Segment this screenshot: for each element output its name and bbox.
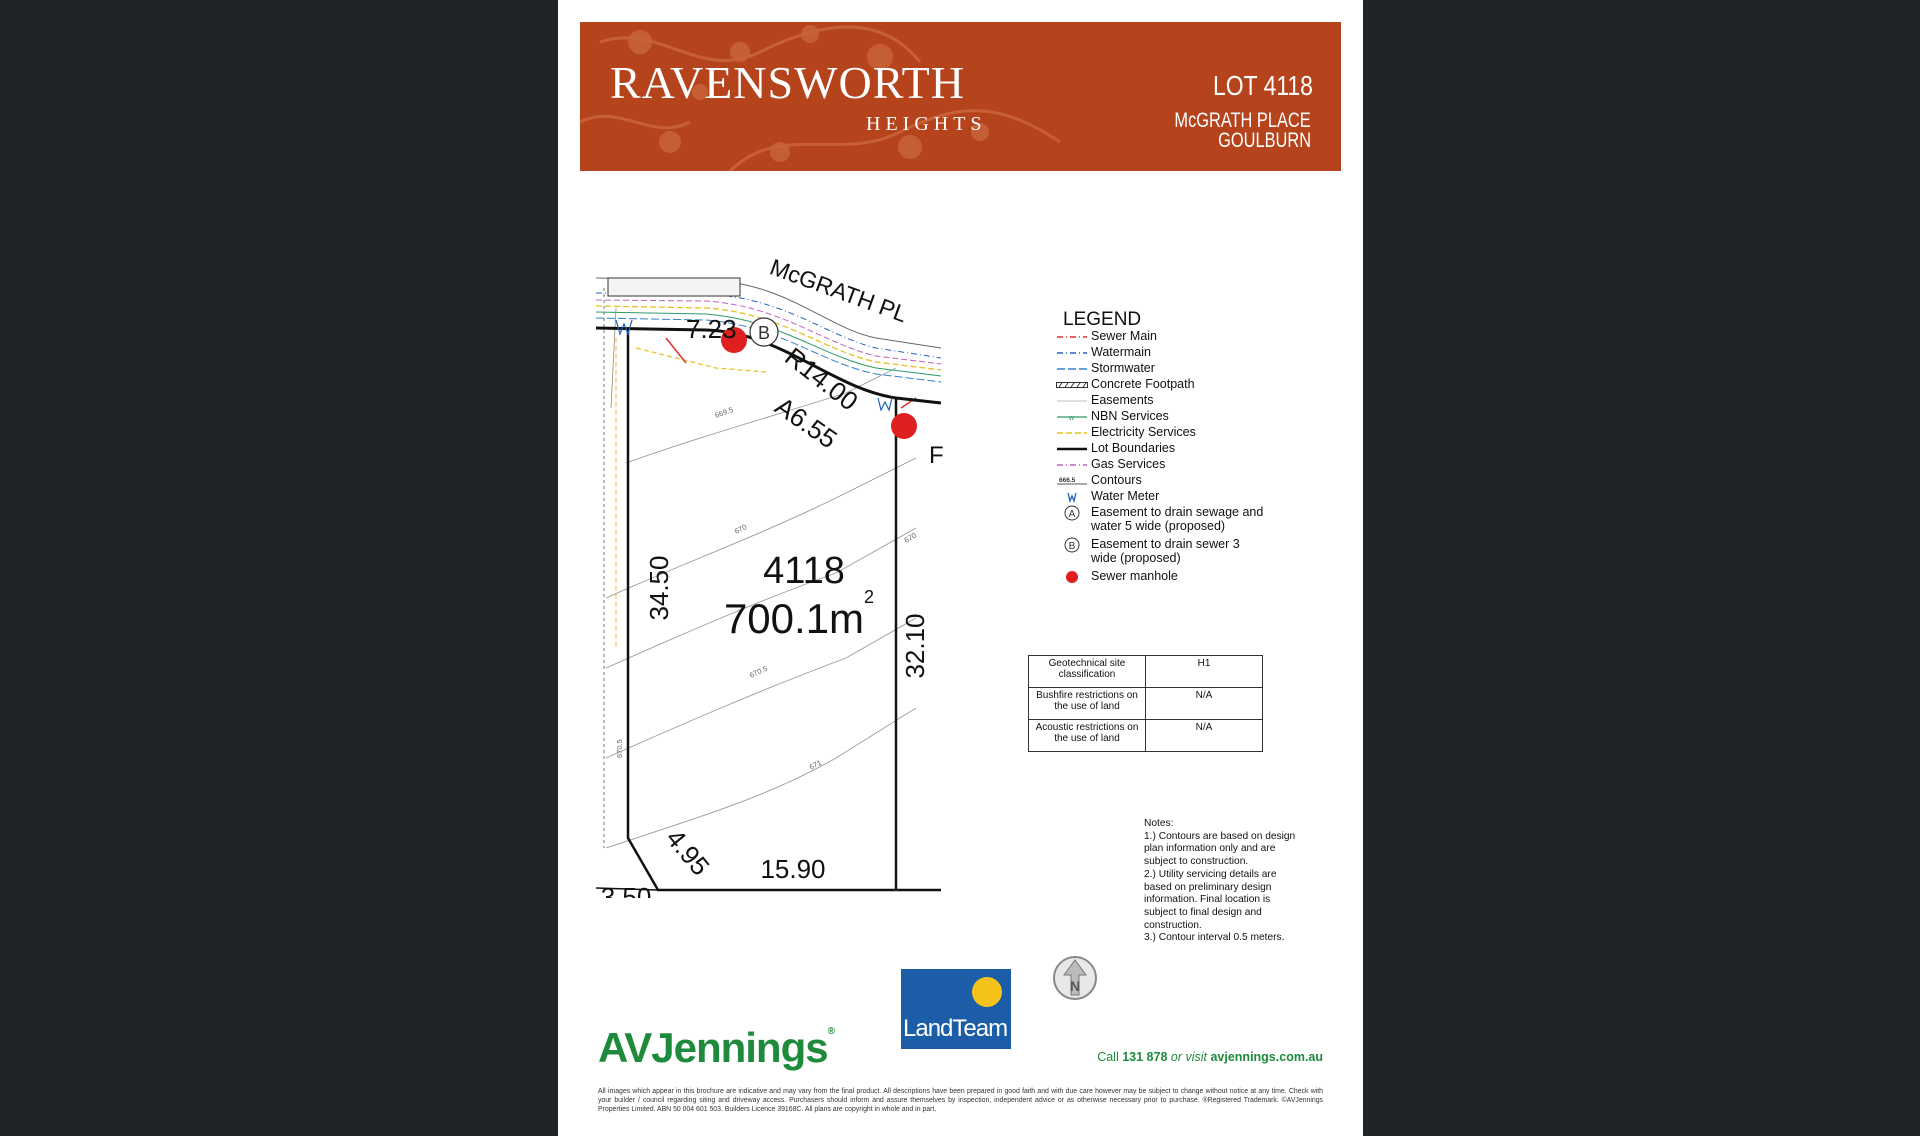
lot-area-unit: 2: [864, 587, 874, 607]
contour-icon: 666.5: [1053, 473, 1091, 489]
contour-label: 671: [808, 758, 823, 772]
legend-item: Electricity Services: [1053, 425, 1303, 441]
legend: LEGEND Sewer Main Watermain Stormwater C…: [1053, 310, 1303, 585]
legend-item: B Easement to drain sewer 3 wide (propos…: [1053, 537, 1303, 569]
svg-text:A: A: [1069, 509, 1076, 520]
svg-text:w: w: [1068, 415, 1075, 421]
avjennings-logo: AVJennings®: [598, 1024, 835, 1071]
header-banner: RAVENSWORTH HEIGHTS LOT 4118 McGRATH PLA…: [580, 22, 1341, 171]
contour-label: 670: [903, 531, 918, 545]
legend-item: Sewer manhole: [1053, 569, 1303, 585]
legend-item: Sewer Main: [1053, 329, 1303, 345]
sewer-manhole-icon: [1053, 569, 1091, 585]
landteam-logo: LandTeam: [901, 969, 1011, 1049]
lot-boundary-icon: [1053, 441, 1091, 457]
water-meter-icon: [615, 319, 633, 336]
legend-item: Lot Boundaries: [1053, 441, 1303, 457]
legend-item: 666.5 Contours: [1053, 473, 1303, 489]
notes-title: Notes:: [1144, 818, 1174, 829]
rear-dimension: 15.90: [760, 854, 825, 884]
landteam-wordmark: LandTeam: [903, 1015, 1008, 1042]
cutoff-dimension: 3.50: [601, 882, 652, 898]
note-line: 3.) Contour interval 0.5 meters.: [1144, 932, 1285, 944]
water-meter-icon: [877, 397, 893, 412]
table-row: Bushfire restrictions on the use of land…: [1028, 687, 1263, 720]
lot-number: 4118: [763, 550, 845, 592]
easement-b-marker: [749, 317, 779, 347]
corner-dimension: 4.95: [660, 823, 716, 881]
avjennings-wordmark: AVJennings: [598, 1024, 829, 1071]
lot-area: 700.1m: [724, 595, 864, 642]
right-dimension: 32.10: [900, 613, 930, 678]
note-line: 1.) Contours are based on design plan in…: [1144, 830, 1299, 868]
left-dimension: 34.50: [644, 555, 674, 620]
disclaimer: All images which appear in this brochure…: [598, 1088, 1323, 1113]
road-boundary: [596, 326, 942, 405]
website-link[interactable]: avjennings.com.au: [1210, 1050, 1323, 1064]
watermain-icon: [1053, 345, 1091, 361]
easement-marker-label: B: [758, 323, 770, 343]
brand-subtitle: HEIGHTS: [866, 113, 987, 135]
registered-mark: ®: [827, 1026, 835, 1037]
contour-label: 670: [733, 522, 748, 535]
gas-icon: [1053, 457, 1091, 473]
svg-text:666.5: 666.5: [1059, 477, 1076, 484]
table-row: Acoustic restrictions on the use of land…: [1028, 719, 1263, 752]
table-cell-label: Bushfire restrictions on the use of land: [1028, 687, 1146, 720]
table-cell-label: Geotechnical site classification: [1028, 655, 1146, 688]
sewer-manhole-icon: [721, 327, 747, 353]
north-arrow-icon: N: [1053, 956, 1097, 1000]
legend-item: w NBN Services: [1053, 409, 1303, 425]
concrete-footpath: [607, 277, 741, 297]
brand-title: RAVENSWORTH: [610, 57, 965, 108]
water-meter-icon: [1053, 489, 1091, 505]
contour-label: 670.5: [615, 739, 624, 758]
legend-title: LEGEND: [1063, 309, 1142, 330]
vine-pattern: [580, 25, 1061, 171]
phone-link[interactable]: 131 878: [1122, 1050, 1168, 1064]
table-cell-value: H1: [1145, 655, 1263, 688]
landteam-emblem-icon: [972, 977, 1002, 1007]
contact-line: Call 131 878 or visit avjennings.com.au: [1097, 1050, 1323, 1064]
legend-item: Water Meter: [1053, 489, 1303, 505]
road-services: [596, 277, 942, 848]
note-line: 2.) Utility servicing details are based …: [1144, 868, 1280, 931]
sewer-main-icon: [1053, 329, 1091, 345]
legend-item: Easements: [1053, 393, 1303, 409]
table-cell-value: N/A: [1145, 719, 1263, 752]
lot-boundary: [626, 330, 941, 892]
classification-table: Geotechnical site classification H1 Bush…: [1028, 655, 1263, 752]
notes: Notes: 1.) Contours are based on design …: [1144, 818, 1304, 945]
stormwater-icon: [1053, 361, 1091, 377]
lot-plan: 669.5 670 670 670.5 671 670.5: [596, 254, 944, 898]
lot-title: LOT 4118: [1212, 70, 1313, 101]
electricity-icon: [1053, 425, 1091, 441]
north-label: N: [1070, 978, 1080, 994]
neighbour-lot-label: F: [929, 442, 944, 469]
contour-lines: [605, 307, 917, 849]
easement-a-icon: A: [1053, 505, 1091, 521]
brochure-sheet: RAVENSWORTH HEIGHTS LOT 4118 McGRATH PLA…: [558, 0, 1363, 1136]
svg-text:B: B: [1069, 541, 1076, 552]
nbn-icon: w: [1053, 409, 1091, 425]
easement-line-icon: [1053, 393, 1091, 409]
street-name: McGRATH PLACE: [1174, 109, 1311, 132]
easement-b-icon: B: [1053, 537, 1091, 553]
legend-item: A Easement to drain sewage and water 5 w…: [1053, 505, 1303, 537]
table-cell-label: Acoustic restrictions on the use of land: [1028, 719, 1146, 752]
contour-label: 670.5: [748, 664, 769, 680]
suburb-name: GOULBURN: [1218, 129, 1311, 152]
legend-item: Concrete Footpath: [1053, 377, 1303, 393]
footpath-hatch-icon: [1053, 377, 1091, 393]
legend-item: Watermain: [1053, 345, 1303, 361]
table-row: Geotechnical site classification H1: [1028, 655, 1263, 688]
legend-item: Gas Services: [1053, 457, 1303, 473]
street-label: McGRATH PL: [767, 254, 911, 328]
contour-label: 669.5: [714, 405, 735, 420]
table-cell-value: N/A: [1145, 687, 1263, 720]
legend-item: Stormwater: [1053, 361, 1303, 377]
sewer-manhole-icon: [891, 413, 917, 439]
frontage-dimension: 7.23: [686, 314, 737, 344]
